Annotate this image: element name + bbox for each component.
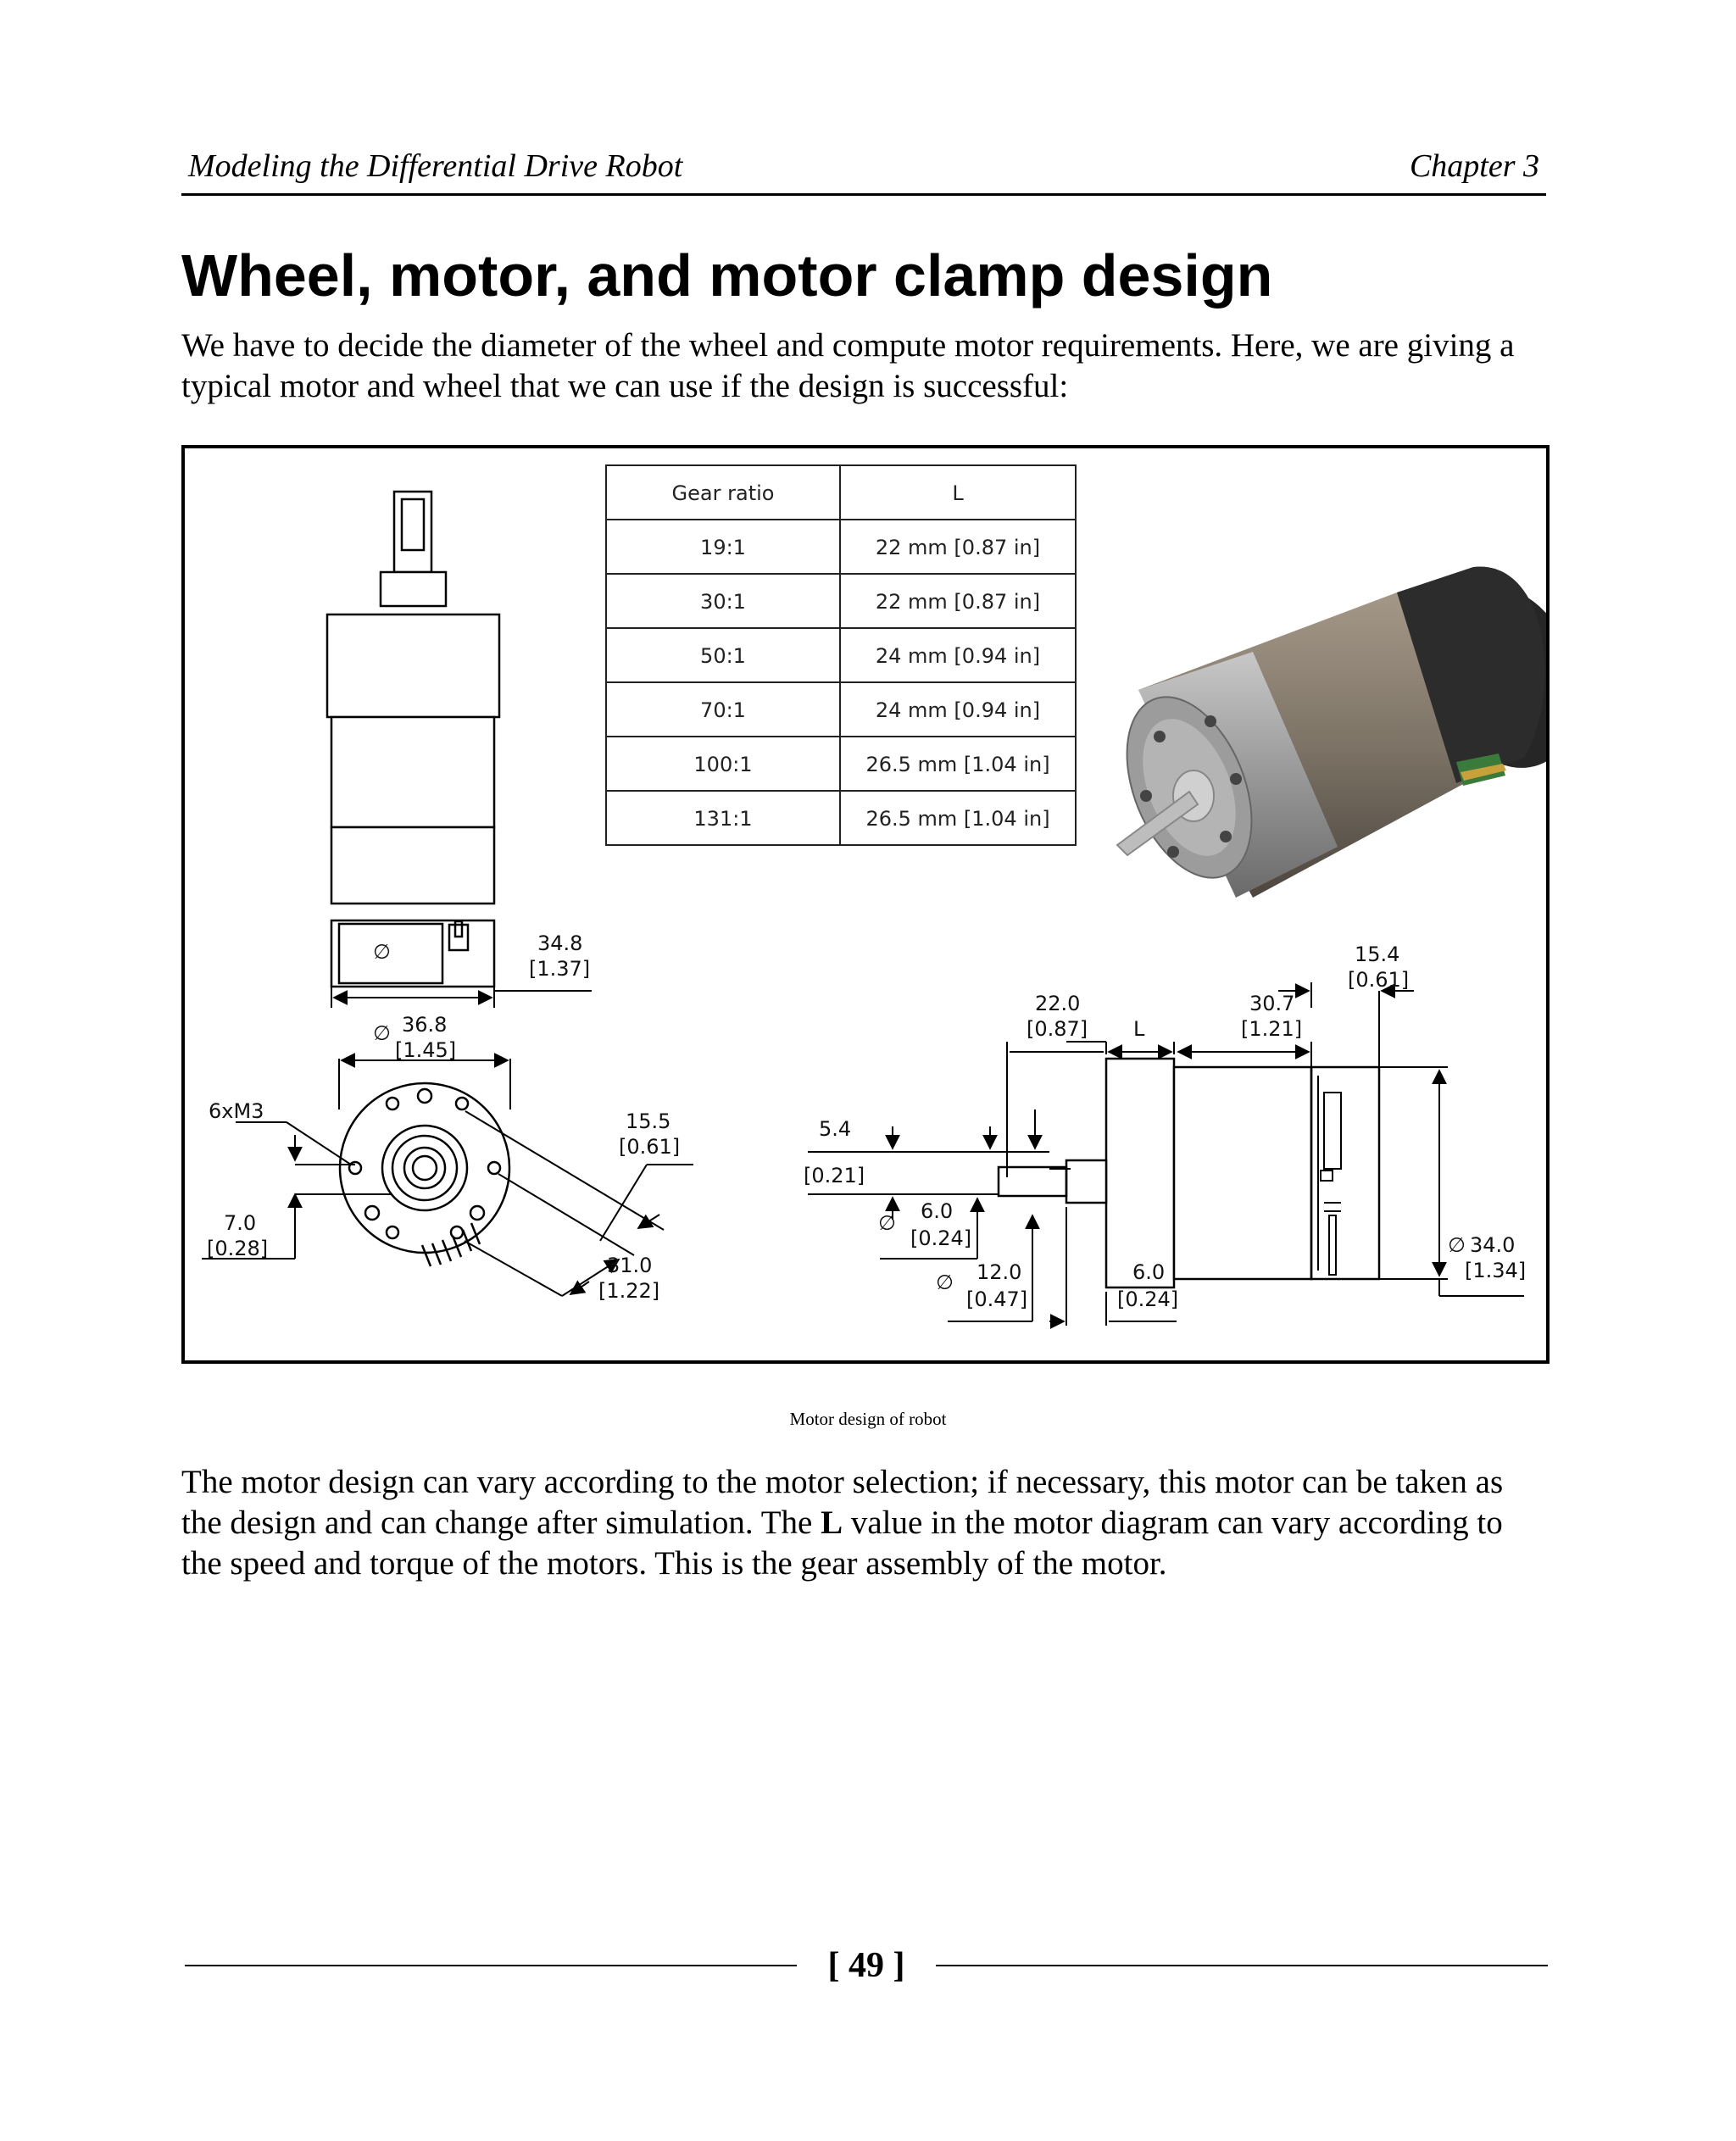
section-title: Wheel, motor, and motor clamp design [181,242,1273,309]
dim-15-5-mm: 15.5 [626,1109,670,1133]
chapter-number: Chapter 3 [1409,148,1539,184]
motor-3d-image [1116,566,1546,898]
footer-rule-right [936,1965,1548,1966]
motor-side-profile [997,1057,1381,1289]
table-cell: 22 mm [0.87 in] [876,536,1040,559]
dim-22-0-mm: 22.0 [1035,992,1080,1015]
body-bold-l: L [821,1504,843,1541]
motor-side-view [326,490,501,988]
dim-6-0b-in: [0.24] [1117,1287,1178,1311]
table-header-l: L [952,481,964,505]
motor-end-view [338,1082,511,1267]
dim-7-0-mm: 7.0 [224,1211,256,1235]
dim-6xm3: 6xM3 [209,1099,264,1123]
dim-6-0b-mm: 6.0 [1132,1260,1165,1284]
table-cell: 131:1 [693,807,752,831]
table-cell: 100:1 [693,753,752,776]
dim-15-4-mm: 15.4 [1355,943,1399,966]
dim-12-0-mm: 12.0 [976,1260,1021,1284]
diameter-symbol: ∅ [373,940,391,964]
table-cell: 24 mm [0.94 in] [876,644,1040,668]
body-text-end: value in the motor diagram can vary acco… [181,1504,1503,1582]
table-header-gear-ratio: Gear ratio [672,481,775,505]
diameter-symbol: ∅ [878,1211,896,1235]
page-number: [ 49 ] [827,1946,905,1985]
dim-30-7-mm: 30.7 [1249,992,1294,1015]
motor-drawing: Gear ratio L 19:1 22 mm [0.87 in] 30:1 2… [202,464,1546,1329]
table-cell: 70:1 [700,698,746,722]
body-text-start: The motor design can vary according to t… [181,1464,1504,1541]
dim-34-8-mm: 34.8 [537,931,582,955]
dim-30-7-in: [1.21] [1241,1017,1302,1041]
dim-6-0-mm: 6.0 [921,1199,953,1223]
dim-36-8-in: [1.45] [395,1038,456,1062]
dim-15-5-in: [0.61] [619,1135,680,1159]
gear-ratio-table [605,464,1077,846]
dim-l: L [1133,1017,1145,1041]
dim-22-0-in: [0.87] [1027,1017,1088,1041]
dim-34-8-in: [1.37] [529,957,590,981]
dim-31-0-in: [1.22] [598,1279,659,1303]
diameter-symbol: ∅ [373,1021,391,1045]
table-cell: 26.5 mm [1.04 in] [865,807,1049,831]
intro-paragraph: We have to decide the diameter of the wh… [181,327,1515,404]
dim-6-0-in: [0.24] [910,1226,971,1250]
motor-figure: Gear ratio L 19:1 22 mm [0.87 in] 30:1 2… [181,445,1550,1364]
table-cell: 30:1 [700,590,746,614]
dim-31-0-mm: 31.0 [607,1254,652,1277]
figure-caption: Motor design of robot [789,1409,947,1429]
dim-15-4-in: [0.61] [1348,968,1409,992]
dim-7-0-in: [0.28] [207,1237,268,1260]
chapter-title: Modeling the Differential Drive Robot [188,148,683,184]
dim-36-8-mm: 36.8 [402,1013,447,1037]
footer-rule-left [185,1965,797,1966]
dim-34-0-in: [1.34] [1465,1259,1526,1282]
table-cell: 24 mm [0.94 in] [876,698,1040,722]
table-cell: 22 mm [0.87 in] [876,590,1040,614]
dim-5-4-in: [0.21] [804,1164,865,1187]
table-cell: 50:1 [700,644,746,668]
running-header: Modeling the Differential Drive Robot Ch… [181,142,1546,196]
diameter-symbol: ∅ [1448,1233,1466,1257]
dim-34-0-mm: 34.0 [1470,1233,1515,1257]
table-cell: 19:1 [700,536,746,559]
table-cell: 26.5 mm [1.04 in] [865,753,1049,776]
body-paragraph: The motor design can vary according to t… [181,1462,1546,1584]
diameter-symbol: ∅ [936,1271,954,1294]
dim-12-0-in: [0.47] [966,1287,1027,1311]
dim-5-4-mm: 5.4 [819,1117,851,1141]
